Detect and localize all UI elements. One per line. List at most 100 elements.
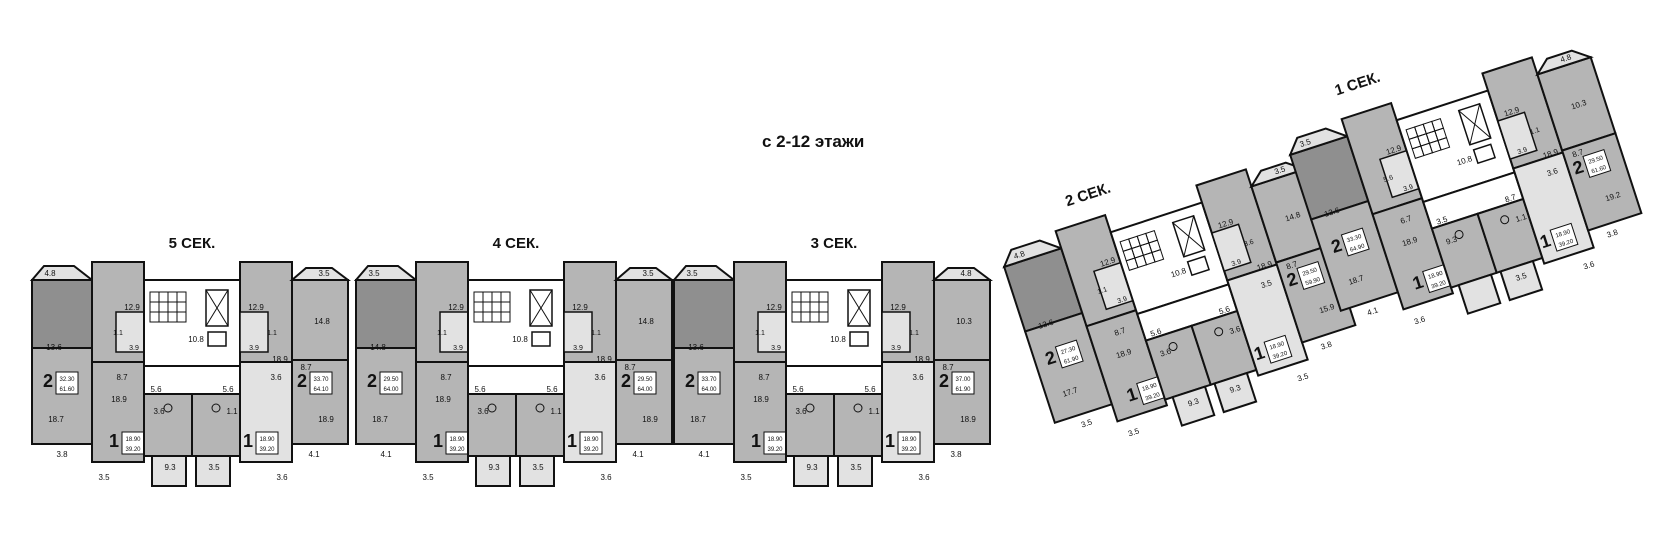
fixture (1168, 342, 1178, 352)
room-area-label: 3.9 (1403, 184, 1415, 194)
section-label: 5 СЕК. (169, 235, 216, 252)
elevator-icon (1457, 102, 1496, 165)
room-area-label: 5.6 (1149, 326, 1163, 338)
room (615, 279, 673, 361)
room-area-label: 10.8 (188, 335, 204, 344)
room-area-label: 3.5 (1296, 371, 1310, 383)
badge-box (309, 371, 333, 395)
room-area-label: 3.6 (276, 473, 288, 482)
room-area-label: 8.7 (942, 363, 954, 372)
room-area-label: 3.6 (477, 407, 489, 416)
elevator-shaft (1457, 102, 1492, 146)
apartment-area-living: 37.00 (955, 377, 971, 383)
apartment-area-total: 39.20 (583, 447, 599, 453)
elevator-shaft (205, 289, 229, 327)
room-area-label: 1.1 (591, 330, 601, 337)
room-area-label: 10.3 (956, 317, 972, 326)
room (1213, 371, 1258, 414)
room (355, 279, 417, 349)
room-area-label: 4.8 (1559, 52, 1573, 64)
room-area-label: 4.1 (632, 450, 644, 459)
room-area-label: 18.9 (111, 395, 127, 404)
room-area-label: 4.1 (1366, 305, 1380, 317)
apartment-area-living: 18.90 (1269, 341, 1286, 352)
bathroom (115, 311, 145, 353)
room-area-label: 18.9 (960, 415, 976, 424)
fixture (1214, 327, 1224, 337)
apartment-area-living: 27.30 (1060, 346, 1077, 357)
room-area-label: 3.6 (1582, 259, 1596, 271)
fixture (487, 403, 497, 413)
room (467, 393, 517, 457)
room-area-label: 3.5 (422, 473, 434, 482)
room (1171, 385, 1216, 427)
room (467, 365, 565, 395)
apartment-area-living: 29.50 (1302, 267, 1319, 278)
apartment-area-living: 18.90 (901, 437, 917, 443)
room-area-label: 4.1 (698, 450, 710, 459)
room (475, 455, 511, 487)
badge-box (1340, 227, 1370, 257)
apartment-rooms: 2 (685, 371, 695, 391)
room-area-label: 3.6 (270, 373, 282, 382)
room-area-label: 13.6 (688, 343, 704, 352)
room-area-label: 1.1 (437, 330, 447, 337)
room-area-label: 3.5 (318, 269, 330, 278)
room-area-label: 9.3 (806, 463, 818, 472)
room-area-label: 18.9 (914, 355, 930, 364)
room-area-label: 3.5 (1515, 271, 1529, 283)
room-area-label: 1.1 (1097, 286, 1109, 296)
bathroom-fixture-icon (1454, 215, 1510, 240)
room-area-label: 9.3 (1229, 383, 1243, 395)
balcony (613, 267, 675, 281)
room-area-label: 3.5 (1127, 426, 1141, 438)
room (837, 455, 873, 487)
room-area-label: 3.9 (1517, 147, 1529, 157)
room-area-label: 12.9 (572, 303, 588, 312)
room-area-label: 3.5 (208, 463, 220, 472)
room-area-label: 8.7 (1504, 192, 1518, 204)
elevator-cross (847, 289, 871, 327)
apartment-area-living: 29.50 (383, 377, 399, 383)
room (239, 361, 293, 463)
room (1560, 132, 1643, 232)
balcony (29, 265, 95, 281)
room-area-label: 5.6 (1383, 174, 1395, 184)
apartment-area-total: 39.20 (259, 447, 275, 453)
room (833, 393, 883, 457)
room-area-label: 8.7 (1285, 259, 1299, 271)
room-area-label: 10.8 (512, 335, 528, 344)
room-area-label: 3.5 (686, 269, 698, 278)
balcony (671, 265, 737, 281)
room (1499, 259, 1544, 302)
bathroom (1210, 223, 1252, 272)
room-area-label: 14.8 (638, 317, 654, 326)
room-area-label: 3.9 (453, 345, 463, 352)
badge-box (951, 371, 975, 395)
fixture (1500, 215, 1510, 225)
stairs-icon (791, 291, 829, 323)
room-area-label: 12.9 (890, 303, 906, 312)
badge-box (1296, 260, 1326, 290)
apartment-area-living: 18.90 (583, 437, 599, 443)
room-area-label: 4.1 (380, 450, 392, 459)
badge-box (1263, 334, 1293, 364)
badge-box (897, 431, 921, 455)
apartment-area-total: 61.60 (59, 387, 75, 393)
room-area-label: 18.9 (642, 415, 658, 424)
elevator-shaft (1171, 214, 1206, 258)
room-area-label: 1.1 (267, 330, 277, 337)
section-label: 3 СЕК. (811, 235, 858, 252)
badge-box (579, 431, 603, 455)
room-area-label: 1.1 (1514, 212, 1528, 224)
bathroom (563, 311, 593, 353)
balcony (1535, 49, 1594, 77)
room-area-label: 3.9 (1117, 296, 1129, 306)
fixture (535, 403, 545, 413)
stair-step (818, 311, 829, 323)
room-area-label: 3.9 (891, 345, 901, 352)
